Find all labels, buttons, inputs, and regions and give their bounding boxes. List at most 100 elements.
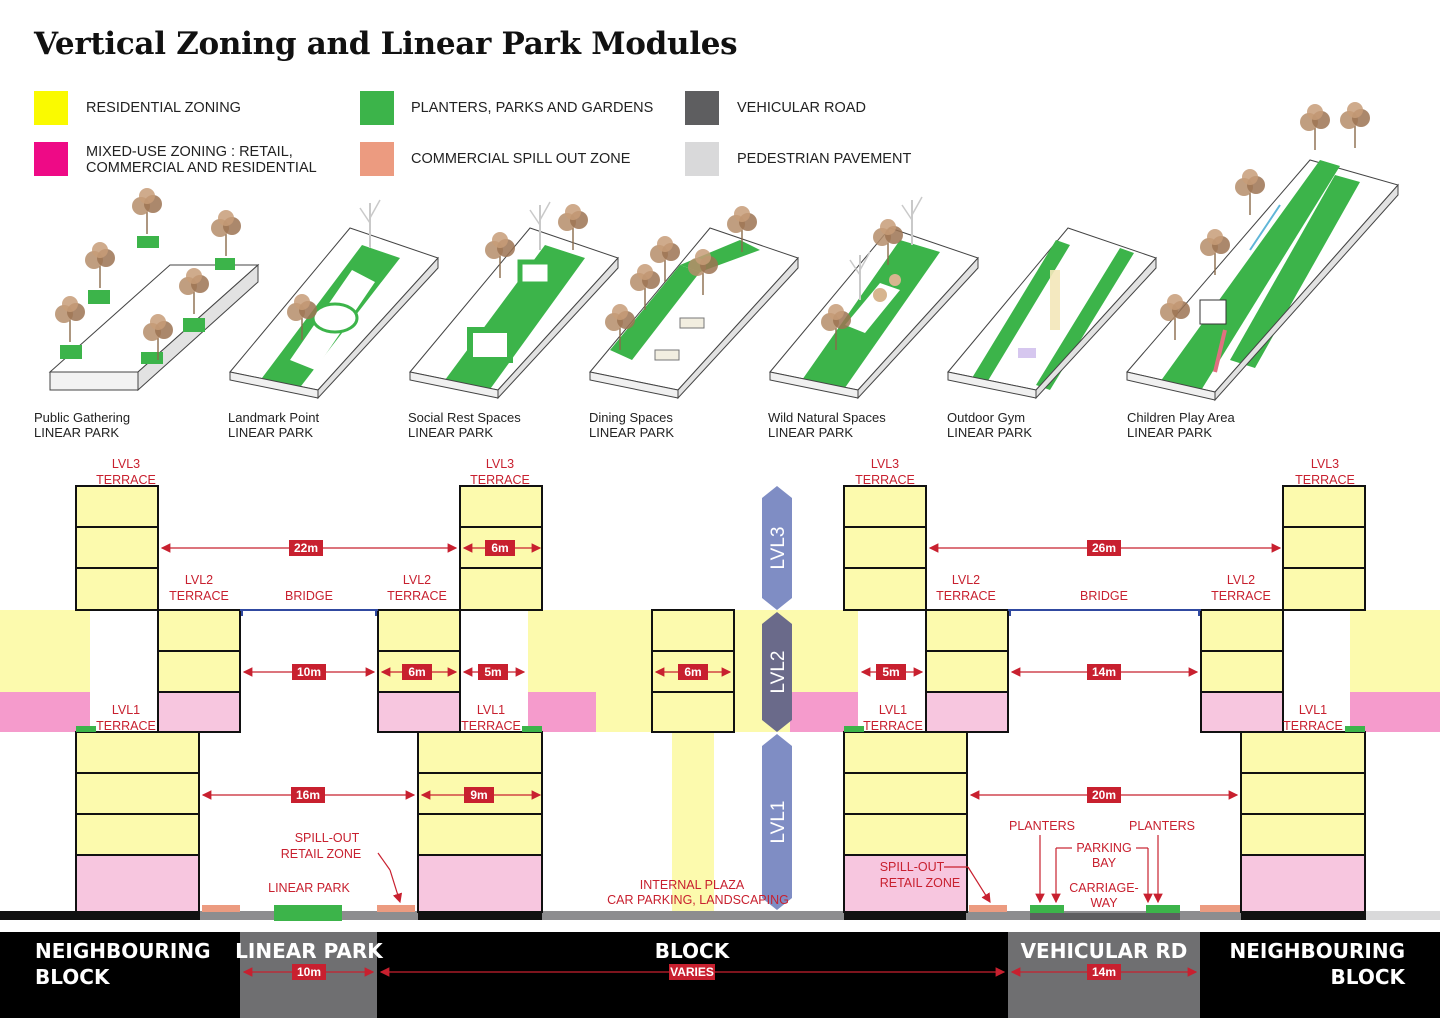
road-planter	[1030, 905, 1064, 913]
legend-label-spill-out: COMMERCIAL SPILL OUT ZONE	[411, 151, 631, 167]
planters-label: PLANTERS	[1009, 819, 1075, 833]
module-type: LINEAR PARK	[768, 425, 854, 440]
module-name: Public Gathering	[34, 410, 131, 425]
linear-park-planter	[274, 905, 342, 921]
dimension-value: 5m	[484, 665, 501, 679]
carriageway-label: CARRIAGE-WAY	[1069, 881, 1138, 910]
module-label: Dining Spaces LINEAR PARK	[589, 410, 674, 440]
dimension-value: 6m	[408, 665, 425, 679]
building-left-a	[75, 485, 241, 913]
spill-out-zone	[377, 905, 415, 912]
bar-label-linear-park: LINEAR PARK	[235, 939, 384, 963]
bar-dimension: 10m	[297, 965, 321, 979]
bridge-right	[1008, 609, 1201, 616]
building-right-b	[1200, 485, 1366, 913]
level-label: LVL3	[768, 527, 789, 570]
dimension-value: 20m	[1092, 788, 1116, 802]
module-name: Dining Spaces	[589, 410, 673, 425]
dimension-value: 10m	[297, 665, 321, 679]
module-name: Wild Natural Spaces	[768, 410, 886, 425]
module-label: Outdoor Gym LINEAR PARK	[947, 410, 1032, 440]
module-name: Social Rest Spaces	[408, 410, 521, 425]
spill-out-zone	[202, 905, 240, 912]
legend-label-road: VEHICULAR ROAD	[737, 100, 866, 116]
bar-dimension: 14m	[1092, 965, 1116, 979]
module-type: LINEAR PARK	[947, 425, 1033, 440]
linear-park-label: LINEAR PARK	[268, 881, 350, 895]
carriageway-surface	[1030, 913, 1180, 920]
dimension-value: 6m	[491, 541, 508, 555]
module-type: LINEAR PARK	[228, 425, 314, 440]
legend-label-pavement: PEDESTRIAN PAVEMENT	[737, 151, 912, 167]
bridge-label: BRIDGE	[285, 589, 333, 603]
spill-out-zone	[1200, 905, 1240, 912]
planters-label: PLANTERS	[1129, 819, 1195, 833]
module-name: Outdoor Gym	[947, 410, 1026, 425]
road-planter	[1146, 905, 1180, 913]
legend-swatch-mixed-use	[34, 142, 68, 176]
module-type: LINEAR PARK	[1127, 425, 1213, 440]
bridge-left	[240, 609, 378, 616]
module-children-play	[1126, 101, 1399, 402]
module-name: Landmark Point	[228, 410, 320, 425]
legend-label-residential: RESIDENTIAL ZONING	[86, 100, 241, 116]
dimension-value: 16m	[296, 788, 320, 802]
module-label: Landmark Point LINEAR PARK	[228, 410, 319, 440]
module-outdoor-gym	[947, 227, 1157, 400]
module-label: Wild Natural Spaces LINEAR PARK	[768, 410, 886, 440]
module-social-rest	[409, 201, 619, 400]
legend-label-mixed-use: MIXED-USE ZONING : RETAIL, COMMERCIAL AN…	[86, 144, 317, 176]
level-label: LVL2	[768, 651, 789, 694]
legend-label-planters: PLANTERS, PARKS AND GARDENS	[411, 100, 654, 116]
dimension-value: 22m	[294, 541, 318, 555]
module-label: Social Rest Spaces LINEAR PARK	[408, 410, 521, 440]
module-label: Children Play Area LINEAR PARK	[1127, 410, 1235, 440]
legend-swatch-spill-out	[360, 142, 394, 176]
dimension-value: 6m	[684, 665, 701, 679]
bridge-label: BRIDGE	[1080, 589, 1128, 603]
dimension-value: 5m	[882, 665, 899, 679]
module-type: LINEAR PARK	[34, 425, 120, 440]
legend-swatch-pavement	[685, 142, 719, 176]
module-type: LINEAR PARK	[408, 425, 494, 440]
pavement-strip	[1366, 911, 1440, 920]
level-label: LVL1	[768, 801, 789, 844]
module-type: LINEAR PARK	[589, 425, 675, 440]
building-left-b	[377, 485, 543, 913]
dimension-row-lvl1: 16m 9m 20m	[201, 787, 1239, 803]
pavement-strip	[542, 911, 844, 920]
bar-label-vehicular-rd: VEHICULAR RD	[1021, 939, 1188, 963]
dimension-row-lvl3: 22m 6m 26m	[160, 540, 1282, 556]
dimension-value: 26m	[1092, 541, 1116, 555]
linear-park-modules	[48, 101, 1399, 402]
level-indicator: LVL3 LVL2 LVL1	[762, 486, 792, 910]
module-public-gathering	[48, 187, 260, 392]
spill-out-zone	[969, 905, 1007, 912]
dimension-value: 9m	[470, 788, 487, 802]
building-right-a	[843, 485, 1009, 913]
legend-swatch-residential	[34, 91, 68, 125]
bar-dimension: VARIES	[670, 965, 714, 979]
page-title: Vertical Zoning and Linear Park Modules	[34, 26, 738, 62]
module-label: Public Gathering LINEAR PARK	[34, 410, 130, 440]
